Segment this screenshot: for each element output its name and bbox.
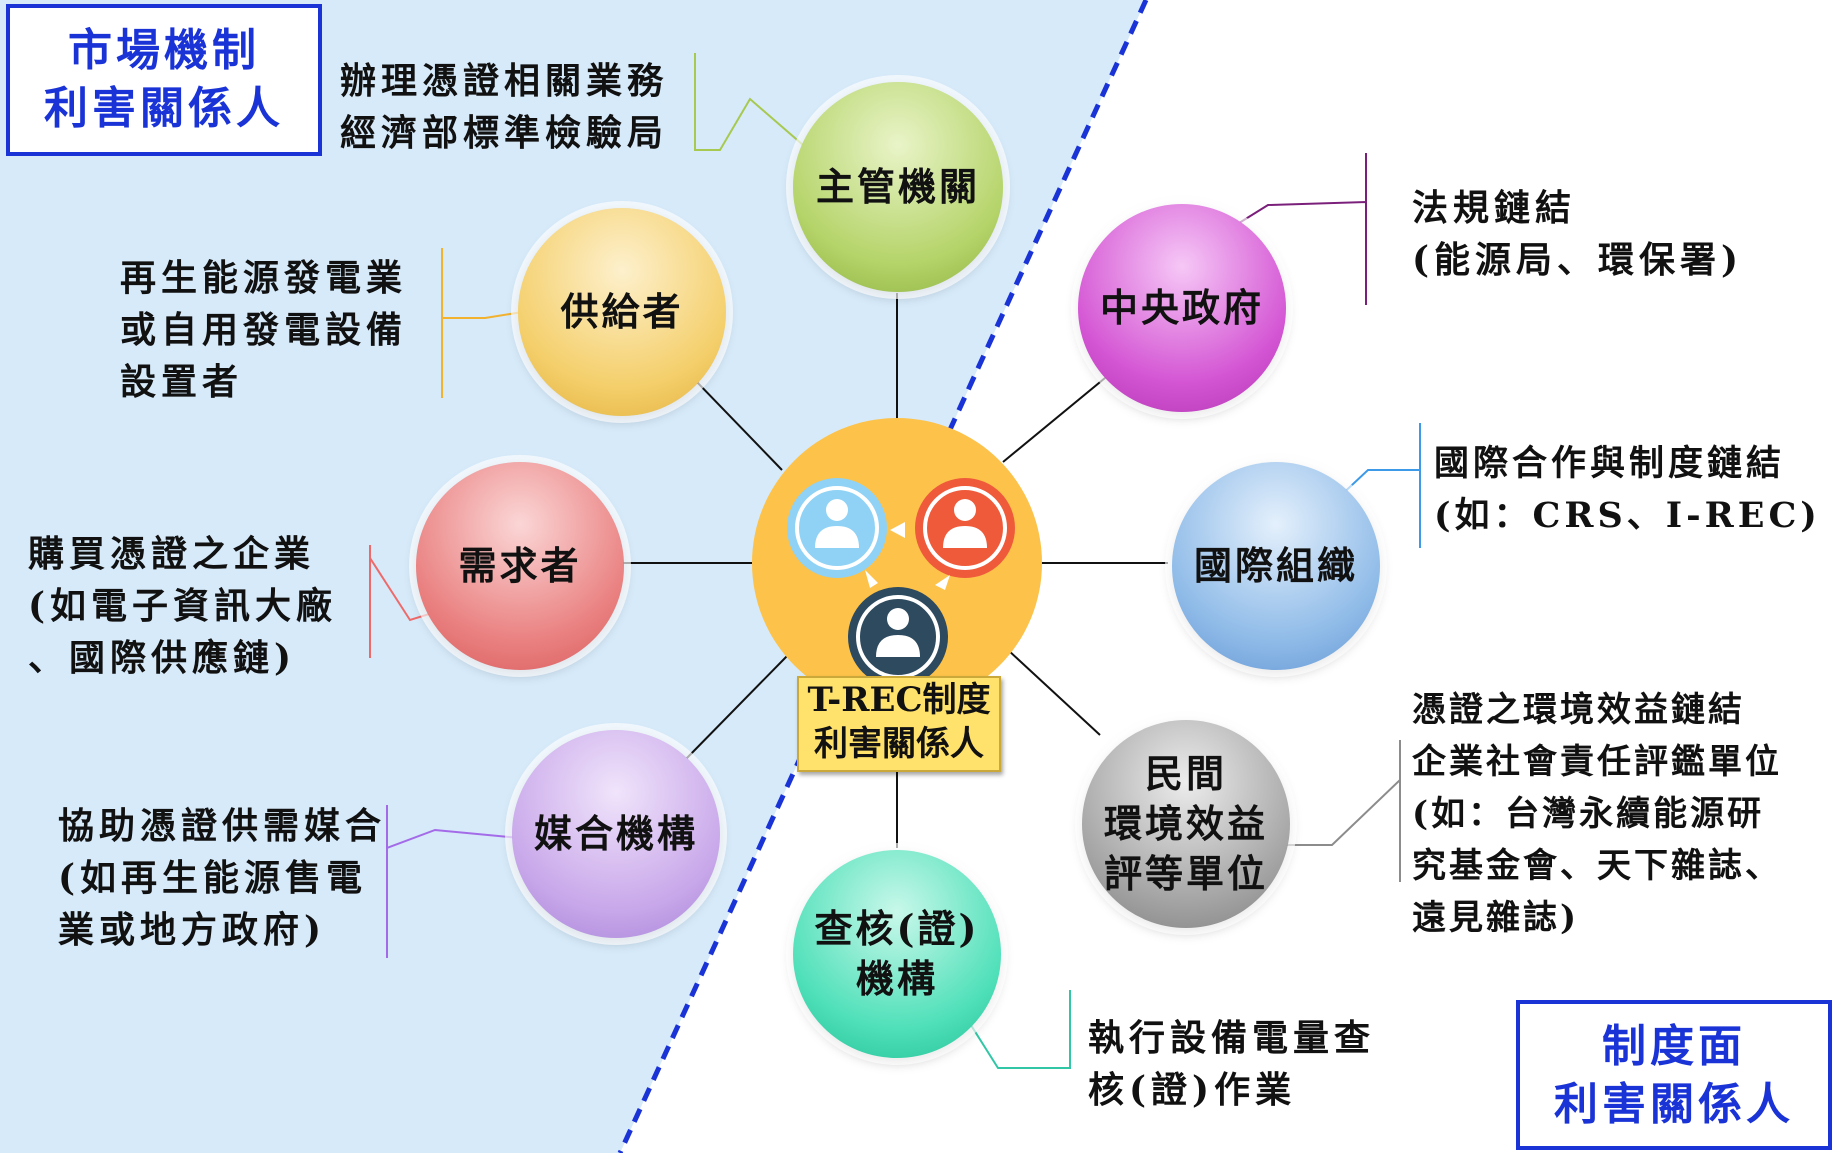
desc-supplier-line: 再生能源發電業 xyxy=(120,257,408,299)
desc-central-gov-line: (能源局、環保署) xyxy=(1412,239,1744,281)
desc-private-line: 究基金會、天下雜誌、 xyxy=(1412,846,1782,886)
node-intl-org: 國際組織 xyxy=(1172,462,1380,670)
desc-central-gov-line: 法規鏈結 xyxy=(1412,187,1577,229)
node-supplier: 供給者 xyxy=(518,208,726,416)
desc-broker-line: 業或地方政府) xyxy=(58,909,327,951)
desc-intl-org: 國際合作與制度鏈結 (如：CRS、I-REC) xyxy=(1434,438,1821,542)
desc-broker-line: 協助憑證供需媒合 xyxy=(58,805,387,847)
desc-authority-line: 辦理憑證相關業務 xyxy=(340,60,669,102)
market-stakeholder-box: 市場機制 利害關係人 xyxy=(6,4,322,156)
center-label-line2: 利害關係人 xyxy=(814,724,984,764)
node-supplier-label: 供給者 xyxy=(560,289,684,334)
node-authority-label: 主管機關 xyxy=(815,164,980,209)
desc-demander-line: 購買憑證之企業 xyxy=(28,533,316,575)
node-intl-org-label: 國際組織 xyxy=(1193,543,1358,588)
desc-broker: 協助憑證供需媒合 (如再生能源售電 業或地方政府) xyxy=(58,800,386,956)
desc-supplier: 再生能源發電業 或自用發電設備 設置者 xyxy=(120,252,407,408)
desc-verifier-line: 執行設備電量查 xyxy=(1088,1017,1376,1059)
person-icon-dark xyxy=(848,587,948,687)
node-demander: 需求者 xyxy=(416,462,624,670)
desc-authority-line: 經濟部標準檢驗局 xyxy=(340,112,669,154)
person-icon-blue xyxy=(787,478,887,578)
market-box-line1: 市場機制 xyxy=(68,25,260,76)
desc-authority: 辦理憑證相關業務 經濟部標準檢驗局 xyxy=(340,55,668,159)
node-private-line3: 評等單位 xyxy=(1103,851,1268,896)
desc-verifier-line: 核(證)作業 xyxy=(1088,1069,1297,1111)
node-authority: 主管機關 xyxy=(793,82,1003,292)
desc-broker-line: (如再生能源售電 xyxy=(58,857,368,899)
desc-demander-line: (如電子資訊大廠 xyxy=(28,585,338,627)
node-central-gov: 中央政府 xyxy=(1078,204,1286,412)
node-verifier: 查核(證) 機構 xyxy=(793,850,1001,1058)
node-demander-label: 需求者 xyxy=(458,543,582,588)
center-label: T-REC制度 利害關係人 xyxy=(797,676,1001,772)
institution-stakeholder-box: 制度面 利害關係人 xyxy=(1516,1000,1832,1150)
center-label-line1: T-REC制度 xyxy=(807,680,991,720)
node-private: 民間 環境效益 評等單位 xyxy=(1082,720,1290,928)
node-private-line1: 民間 xyxy=(1144,751,1227,796)
desc-verifier: 執行設備電量查 核(證)作業 xyxy=(1088,1012,1375,1116)
desc-supplier-line: 設置者 xyxy=(120,361,244,403)
desc-intl-org-line: 國際合作與制度鏈結 xyxy=(1434,443,1786,484)
desc-central-gov: 法規鏈結 (能源局、環保署) xyxy=(1412,182,1743,286)
node-central-gov-label: 中央政府 xyxy=(1099,285,1264,330)
spoke-lines xyxy=(622,293,1168,848)
person-icon-red xyxy=(915,478,1015,578)
institution-box-line1: 制度面 xyxy=(1602,1021,1746,1072)
desc-demander: 購買憑證之企業 (如電子資訊大廠 、國際供應鏈) xyxy=(28,528,337,684)
node-broker: 媒合機構 xyxy=(512,730,720,938)
arrow-icons xyxy=(865,522,950,590)
desc-private-line: (如：台灣永續能源研 xyxy=(1412,794,1765,834)
institution-box-line2: 利害關係人 xyxy=(1554,1079,1794,1130)
node-broker-label: 媒合機構 xyxy=(533,811,698,856)
node-private-line2: 環境效益 xyxy=(1103,801,1268,846)
desc-private-line: 憑證之環境效益鏈結 xyxy=(1412,690,1745,730)
desc-private: 憑證之環境效益鏈結 企業社會責任評鑑單位 (如：台灣永續能源研 究基金會、天下雜… xyxy=(1412,684,1782,944)
desc-demander-line: 、國際供應鏈) xyxy=(28,637,297,679)
desc-private-line: 企業社會責任評鑑單位 xyxy=(1412,742,1782,782)
node-verifier-line1: 查核(證) xyxy=(814,906,980,951)
node-verifier-line2: 機構 xyxy=(855,956,938,1001)
desc-private-line: 遠見雜誌) xyxy=(1412,898,1580,938)
desc-supplier-line: 或自用發電設備 xyxy=(120,309,408,351)
desc-intl-org-line: (如：CRS、I-REC) xyxy=(1434,495,1821,536)
market-box-line2: 利害關係人 xyxy=(44,83,284,134)
